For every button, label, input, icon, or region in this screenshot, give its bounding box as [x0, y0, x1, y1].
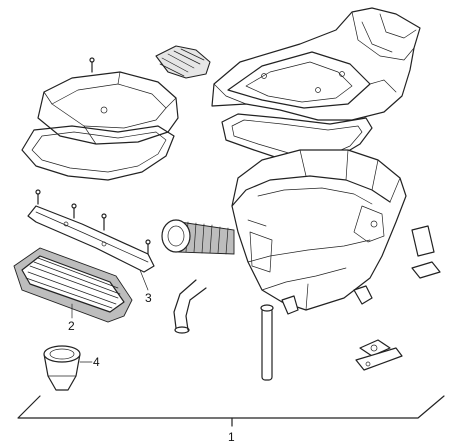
grommet-set	[355, 339, 403, 371]
callout-label-1: 1	[228, 430, 235, 444]
airbox-body	[231, 149, 407, 315]
intake-sensor-part	[155, 45, 211, 79]
callout-label-4: 4	[93, 355, 100, 369]
air-filter-element	[13, 247, 133, 323]
small-rubber-pad	[411, 225, 441, 279]
filter-cover-gasket	[21, 125, 175, 181]
intake-tube	[161, 219, 235, 255]
breather-hose	[173, 279, 207, 334]
intake-funnel	[43, 345, 81, 391]
drain-tube	[260, 304, 274, 381]
filter-frame	[27, 189, 155, 273]
callout-label-2: 2	[68, 319, 75, 333]
callout-label-3: 3	[145, 291, 152, 305]
airbox-upper-cover	[211, 7, 421, 121]
assembly-bracket-line	[17, 395, 445, 419]
leader-line-part-3	[139, 269, 149, 291]
cover-gasket	[221, 113, 373, 167]
